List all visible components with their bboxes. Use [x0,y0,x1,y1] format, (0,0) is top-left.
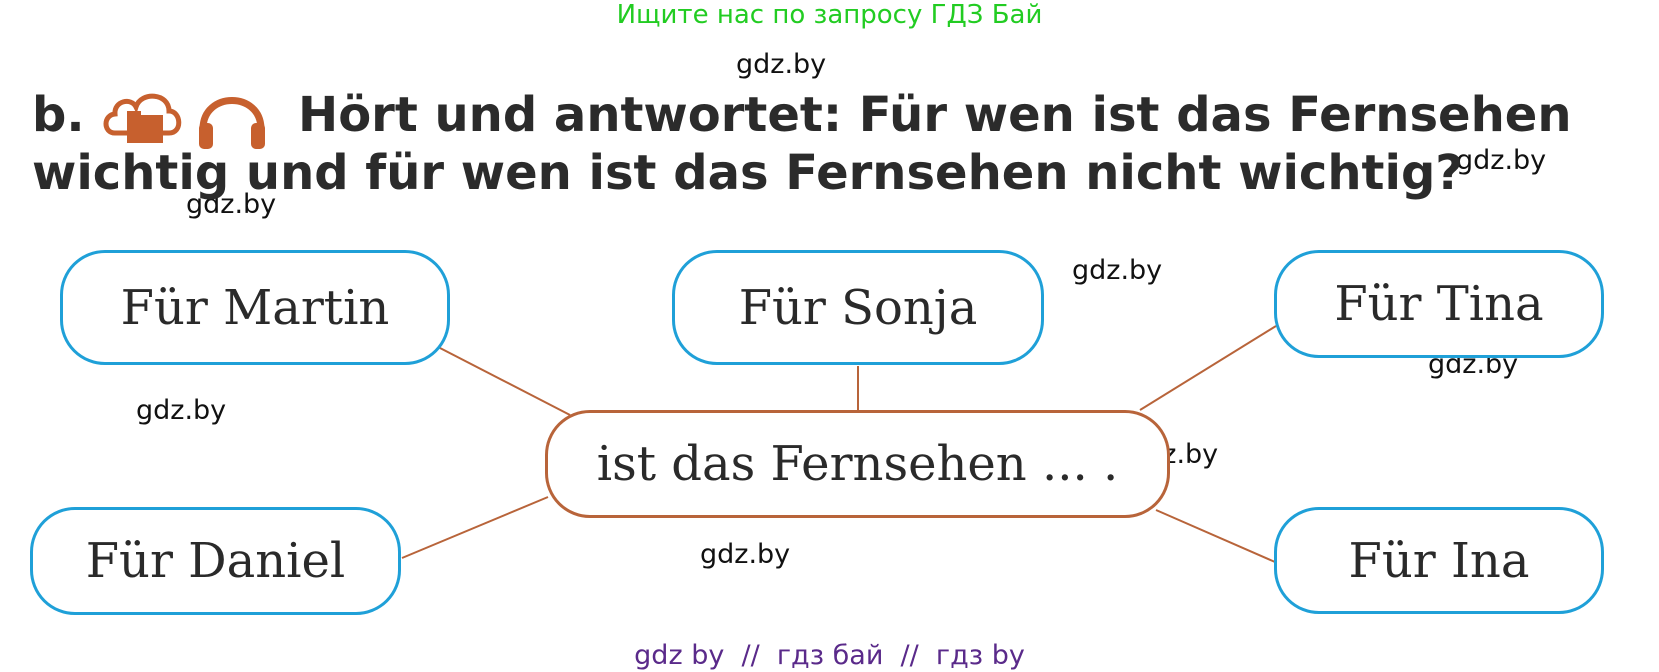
node-label: Für Martin [120,279,390,336]
task-text: Hört und antwortet: Für wen ist das Fern… [32,87,1572,201]
task-heading: b. Hört und antwortet: Für wen ist das F… [32,86,1642,202]
watermark: gdz.by [186,189,277,220]
node-sonja: Für Sonja [672,250,1044,365]
headphones-icon [199,97,266,149]
connector-daniel [401,496,549,559]
center-node: ist das Fernsehen ... . [545,410,1170,518]
connector-martin [439,347,571,416]
node-daniel: Für Daniel [30,507,401,615]
node-label: Für Tina [1334,276,1544,332]
node-tina: Für Tina [1274,250,1604,358]
watermark: gdz.by [136,395,227,426]
node-label: Für Sonja [738,279,978,336]
task-letter: b. [32,87,85,143]
watermark: gdz.by [700,539,791,570]
watermark: gdz.by [736,49,827,80]
center-label: ist das Fernsehen ... . [596,436,1119,492]
node-martin: Für Martin [60,250,450,365]
watermark: gdz.by [1456,145,1547,176]
node-ina: Für Ina [1274,507,1604,614]
footer-watermark: gdz by // гдз бай // гдз by [634,640,1025,671]
connector-tina [1139,325,1277,411]
cloud-folder-icon [103,93,182,143]
top-banner: Ищите нас по запросу ГДЗ Бай [616,0,1043,30]
node-label: Für Daniel [85,533,346,589]
node-label: Für Ina [1348,532,1530,589]
watermark: gdz.by [1072,255,1163,286]
connector-ina [1155,509,1276,563]
task-icons [101,93,281,149]
